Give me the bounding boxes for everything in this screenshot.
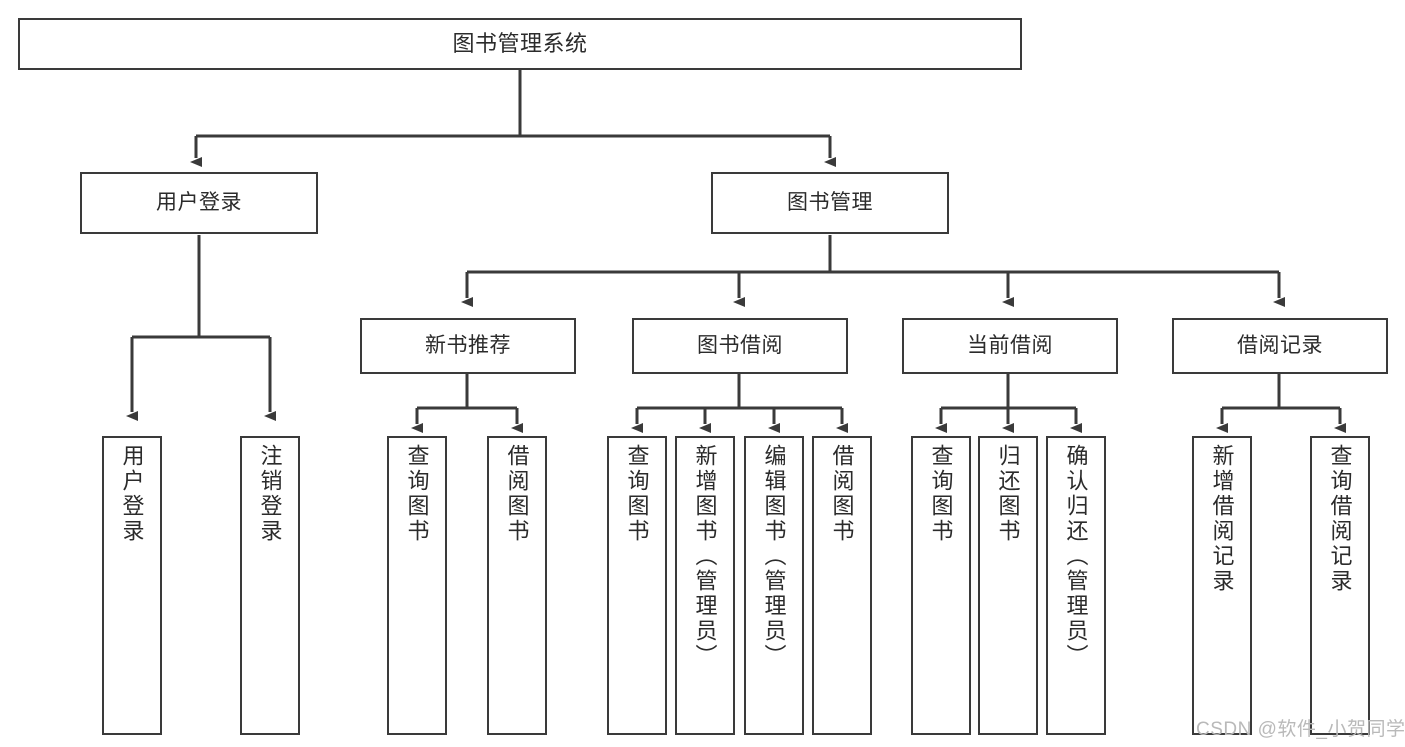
node-leaf-add-borrow-record[interactable]: 新增借阅记录 xyxy=(1192,436,1252,735)
node-current-borrow[interactable]: 当前借阅 xyxy=(902,318,1118,374)
node-leaf-logout-login[interactable]: 注销登录 xyxy=(240,436,300,735)
node-label: 借阅图书 xyxy=(504,444,530,544)
node-borrow-record[interactable]: 借阅记录 xyxy=(1172,318,1388,374)
node-label: 编辑图书（管理员） xyxy=(761,444,787,669)
node-label: 图书管理系统 xyxy=(452,30,588,56)
node-label: 图书借阅 xyxy=(697,334,783,358)
node-label: 查询图书 xyxy=(624,444,650,544)
node-label: 查询图书 xyxy=(404,444,430,544)
node-leaf-return-book[interactable]: 归还图书 xyxy=(978,436,1038,735)
connector-book-management-to-level3 xyxy=(461,235,1285,307)
csdn-watermark: CSDN @软件_小贺同学 xyxy=(1196,719,1405,740)
node-leaf-query-book-1[interactable]: 查询图书 xyxy=(387,436,447,735)
connector-book-borrow-to-leaves xyxy=(631,374,848,433)
node-label: 图书管理 xyxy=(787,191,873,215)
node-leaf-query-book-2[interactable]: 查询图书 xyxy=(607,436,667,735)
node-root-book-management-system[interactable]: 图书管理系统 xyxy=(18,18,1022,70)
node-leaf-query-borrow-record[interactable]: 查询借阅记录 xyxy=(1310,436,1370,735)
connector-current-borrow-to-leaves xyxy=(935,374,1082,433)
node-user-login[interactable]: 用户登录 xyxy=(80,172,318,234)
node-label: 查询图书 xyxy=(928,444,954,544)
node-label: 新增借阅记录 xyxy=(1209,444,1235,594)
node-leaf-add-book[interactable]: 新增图书（管理员） xyxy=(675,436,735,735)
connector-borrow-record-to-leaves xyxy=(1216,374,1346,433)
node-label: 新增图书（管理员） xyxy=(692,444,718,669)
node-label: 当前借阅 xyxy=(967,334,1053,358)
node-label: 归还图书 xyxy=(995,444,1021,544)
node-label: 借阅图书 xyxy=(829,444,855,544)
node-leaf-confirm-return[interactable]: 确认归还（管理员） xyxy=(1046,436,1106,735)
node-leaf-edit-book[interactable]: 编辑图书（管理员） xyxy=(744,436,804,735)
node-leaf-query-book-3[interactable]: 查询图书 xyxy=(911,436,971,735)
node-label: 用户登录 xyxy=(156,191,242,215)
node-label: 新书推荐 xyxy=(425,334,511,358)
node-new-book-recommend[interactable]: 新书推荐 xyxy=(360,318,576,374)
node-label: 用户登录 xyxy=(119,444,145,544)
connector-new-book-recommend-to-leaves xyxy=(411,374,523,433)
node-label: 借阅记录 xyxy=(1237,334,1323,358)
node-book-management[interactable]: 图书管理 xyxy=(711,172,949,234)
node-label: 确认归还（管理员） xyxy=(1063,444,1089,669)
node-label: 查询借阅记录 xyxy=(1327,444,1353,594)
node-leaf-borrow-book-2[interactable]: 借阅图书 xyxy=(812,436,872,735)
node-leaf-user-login[interactable]: 用户登录 xyxy=(102,436,162,735)
connector-root-to-level2 xyxy=(190,70,836,167)
node-leaf-borrow-book-1[interactable]: 借阅图书 xyxy=(487,436,547,735)
connector-user-login-to-leaves xyxy=(126,235,276,421)
node-book-borrow[interactable]: 图书借阅 xyxy=(632,318,848,374)
node-label: 注销登录 xyxy=(257,444,283,544)
